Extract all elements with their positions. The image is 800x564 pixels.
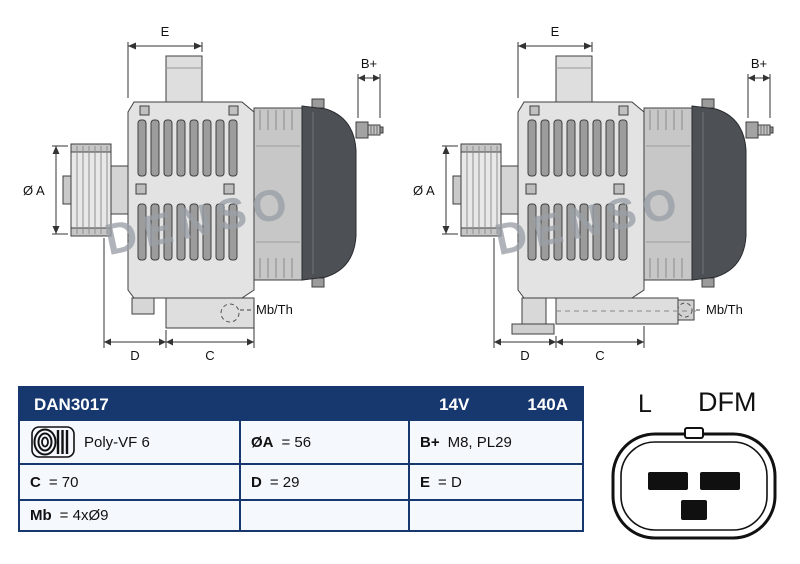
rear-housing: [253, 107, 303, 281]
terminal-label-dfm: DFM: [698, 387, 757, 417]
spec-cell-empty-1: [241, 501, 410, 530]
connector-pin-center: [681, 500, 707, 520]
vent-slots-top: [137, 119, 238, 177]
connector-panel: L DFM: [604, 384, 796, 556]
front-housing: [517, 55, 645, 299]
bottom-mount-arm: [511, 297, 696, 335]
spec-grid: Poly-VF 6 ØA = 56 B+ M8, PL29 C = 70 D =…: [20, 421, 582, 530]
dim-label-c: C: [205, 348, 214, 362]
spec-cell-b-plus: B+ M8, PL29: [410, 421, 582, 465]
rear-housing: [643, 107, 693, 281]
connector-diagram: [611, 427, 777, 540]
pulley-icon: [31, 426, 75, 458]
dim-label-dia-a: Ø A: [413, 183, 435, 198]
pulley: [62, 143, 129, 237]
voltage-rating: 14V: [439, 394, 470, 414]
alternator-drawing-left: DENSO Ø A E B+ D C Mb/Th: [23, 24, 384, 362]
dim-label-mb-th: Mb/Th: [256, 302, 293, 317]
spec-cell-mb: Mb = 4xØ9: [20, 501, 241, 530]
bottom-mount: [131, 297, 255, 329]
belt-type-value: Poly-VF 6: [84, 433, 150, 451]
rear-cover: [691, 98, 747, 288]
dim-label-mb-th: Mb/Th: [706, 302, 743, 317]
spec-cell-dia-a: ØA = 56: [241, 421, 410, 465]
terminal-label-l: L: [638, 390, 652, 418]
dim-label-d: D: [130, 348, 139, 362]
part-number: DAN3017: [34, 394, 109, 414]
spec-cell-d: D = 29: [241, 465, 410, 501]
dim-label-d: D: [520, 348, 529, 362]
front-housing: [127, 55, 255, 299]
rear-cover: [301, 98, 357, 288]
b-plus-terminal: [355, 121, 384, 139]
dimension-annotations: Ø A E B+ D C Mb/Th: [413, 24, 771, 362]
spec-cell-e: E = D: [410, 465, 582, 501]
pulley: [452, 143, 519, 237]
connector-pin-right: [700, 472, 740, 490]
dim-label-e: E: [551, 24, 560, 39]
spec-cell-c: C = 70: [20, 465, 241, 501]
connector-notch: [684, 427, 704, 439]
alternator-body: [62, 55, 384, 329]
spec-cell-belt-type: Poly-VF 6: [20, 421, 241, 465]
vent-slots-bottom: [527, 203, 628, 261]
dim-label-b-plus: B+: [361, 56, 377, 71]
current-rating: 140A: [527, 394, 568, 414]
connector-pin-left: [648, 472, 688, 490]
spec-cell-empty-2: [410, 501, 582, 530]
alternator-drawing-right: DENSO Ø A E B+ D C Mb/Th: [413, 24, 774, 362]
vent-slots-bottom: [137, 203, 238, 261]
dim-label-b-plus: B+: [751, 56, 767, 71]
alternator-body: [452, 55, 774, 335]
spec-table-header: DAN3017 14V 140A: [20, 388, 582, 421]
spec-table: DAN3017 14V 140A Poly-VF 6 ØA = 56: [18, 386, 584, 532]
dim-label-dia-a: Ø A: [23, 183, 45, 198]
dim-label-e: E: [161, 24, 170, 39]
b-plus-terminal: [745, 121, 774, 139]
dimension-annotations: Ø A E B+ D C Mb/Th: [23, 24, 381, 362]
vent-slots-top: [527, 119, 628, 177]
dim-label-c: C: [595, 348, 604, 362]
